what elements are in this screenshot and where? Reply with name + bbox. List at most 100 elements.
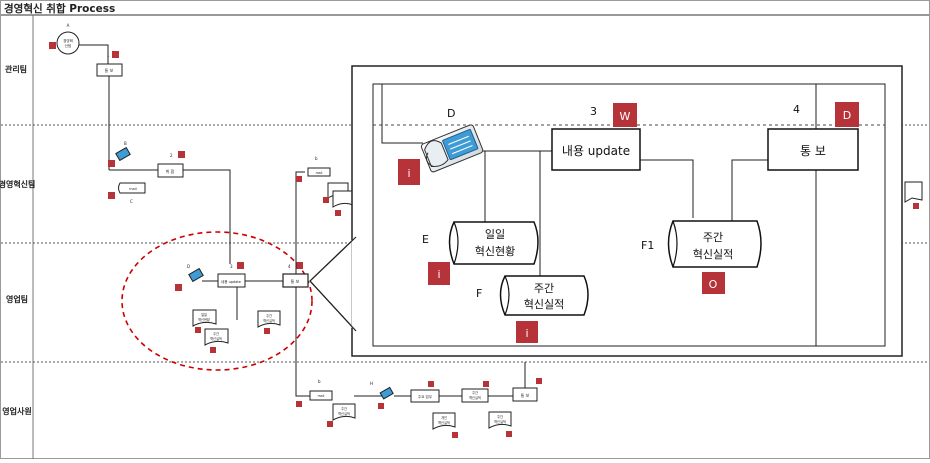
doc-f1-curl xyxy=(672,220,678,268)
doc-shape xyxy=(488,411,512,429)
doc-shape xyxy=(432,412,456,430)
step4-badge-text: D xyxy=(843,109,851,122)
badge xyxy=(175,284,182,291)
connector xyxy=(295,171,305,274)
step3-number: 3 xyxy=(590,105,597,118)
doc-shape xyxy=(204,328,229,346)
box2-number: 2 xyxy=(170,153,173,158)
step4-badge xyxy=(835,102,859,127)
phone-icon xyxy=(115,146,131,162)
zoom-panel: D i 3 W 내용 update 4 D 통 보 E 일일 혁신현황 xyxy=(309,65,903,357)
doc-shape xyxy=(192,309,217,327)
box7-line1: 주간 xyxy=(472,390,478,395)
step4-box xyxy=(767,128,859,171)
doc-shape xyxy=(332,403,356,421)
doc4-line1: 주간 xyxy=(341,406,347,411)
badge xyxy=(452,432,458,438)
box7-line2: 혁신실적 xyxy=(469,395,481,400)
doc-f-letter: F xyxy=(476,287,482,300)
phone-icon xyxy=(379,386,394,400)
zoom-inner-frame xyxy=(372,83,886,347)
mail-text: mail xyxy=(129,187,137,191)
doc-f-badge-text: i xyxy=(525,327,528,340)
badge xyxy=(108,160,115,167)
connector-doc-f1-to-step4 xyxy=(731,159,768,222)
doc-shape xyxy=(904,181,923,203)
start-line2: 신팀 xyxy=(65,43,71,48)
box1-text: 통 보 xyxy=(105,67,114,73)
step3-badge xyxy=(613,103,637,127)
badge xyxy=(296,176,302,182)
doc-e-letter: E xyxy=(422,233,429,246)
step4-text: 통 보 xyxy=(800,144,826,158)
phone-icon xyxy=(188,267,204,283)
step3-box xyxy=(551,128,641,171)
badge xyxy=(378,403,384,409)
lane-label-management: 관리팀 xyxy=(5,64,27,74)
doc3-line2: 혁신실적 xyxy=(263,318,275,323)
phone-letter: D xyxy=(447,107,455,120)
doc-e-line2: 혁신현황 xyxy=(475,245,515,258)
mail-shape xyxy=(118,182,146,194)
badge xyxy=(49,42,56,49)
doc4-line2: 혁신실적 xyxy=(338,411,350,416)
badge xyxy=(428,381,434,387)
phone-badge xyxy=(398,159,420,185)
doc-e-badge xyxy=(428,262,450,285)
connector-top xyxy=(381,84,423,144)
doc5-line2: 혁신실적 xyxy=(438,420,450,425)
c-letter: C xyxy=(130,199,133,204)
badge xyxy=(536,378,542,384)
b3-letter: b xyxy=(318,379,321,384)
start-line1: 경영혁 xyxy=(63,38,73,43)
doc-e-curl xyxy=(453,221,459,265)
doc-f1-letter: F1 xyxy=(641,239,654,252)
mail-shape xyxy=(307,167,331,177)
doc-line2: 혁신현황 xyxy=(198,317,210,322)
doc-e-shape xyxy=(448,221,539,265)
mail-shape xyxy=(309,390,333,401)
doc-f1-shape xyxy=(667,220,762,268)
doc2-line2: 혁신실적 xyxy=(210,336,222,341)
badge xyxy=(264,328,270,334)
lane-label-innovation: 경영혁신팀 xyxy=(0,179,35,189)
mail-text-3: mail xyxy=(318,394,325,398)
badge xyxy=(108,192,115,199)
badge xyxy=(210,347,216,353)
doc-shape xyxy=(257,310,281,328)
box3-number: 3 xyxy=(230,264,233,269)
doc-f-badge xyxy=(516,321,538,343)
box1-number: 1 xyxy=(107,53,110,58)
d-letter: D xyxy=(187,264,190,269)
box2-text: 취 합 xyxy=(166,168,175,174)
badge xyxy=(112,51,119,58)
connector xyxy=(79,44,109,64)
lane-label-sales-team: 영업팀 xyxy=(6,294,28,304)
badge xyxy=(323,197,329,203)
doc6-line2: 혁신실적 xyxy=(494,419,506,424)
box8-text: 통 보 xyxy=(521,392,530,398)
step3-badge-text: W xyxy=(620,110,631,123)
badge xyxy=(483,381,489,387)
badge xyxy=(296,401,302,407)
step4-number: 4 xyxy=(793,103,800,116)
doc-f-shape xyxy=(499,275,589,316)
diagram-title: 경영혁신 취합 Process xyxy=(4,2,115,15)
mini-diagram: A 경영혁 신팀 1 통 보 B mail C 2 취 합 D 3 xyxy=(49,23,923,438)
b-letter: B xyxy=(124,141,127,146)
badge xyxy=(913,203,919,209)
badge xyxy=(327,421,333,427)
badge xyxy=(178,151,185,158)
start-letter: A xyxy=(67,23,70,28)
phone-icon xyxy=(420,124,484,173)
doc2-line1: 주간 xyxy=(213,331,219,336)
doc-f1-badge-text: O xyxy=(709,278,718,291)
doc-f-line1: 주간 xyxy=(534,282,554,295)
doc6-line1: 주간 xyxy=(497,414,503,419)
box-h-text: 주요 업무 xyxy=(418,394,433,399)
doc3-line1: 주간 xyxy=(266,313,272,318)
doc-f1-line2: 혁신실적 xyxy=(693,248,733,261)
badge xyxy=(335,210,341,216)
